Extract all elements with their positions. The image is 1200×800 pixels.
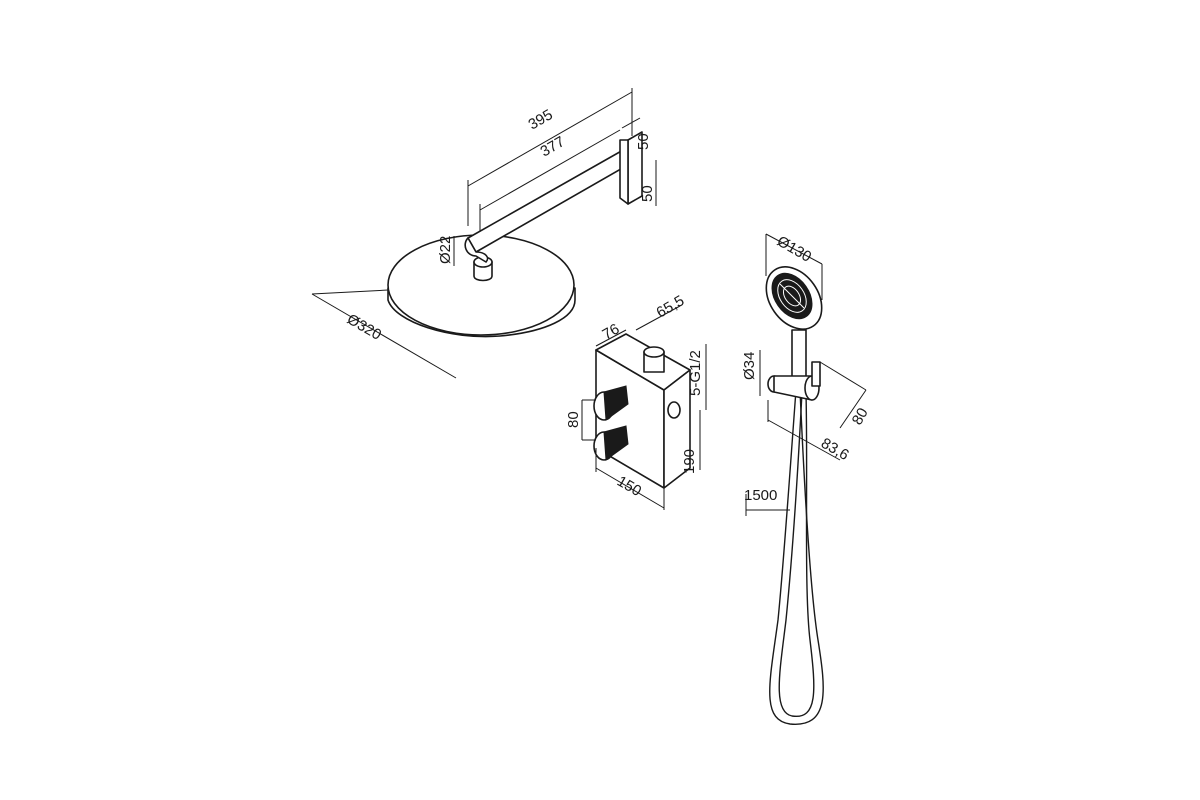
dim-arm-total: 395 xyxy=(526,106,556,133)
ext-line xyxy=(819,361,867,391)
dim-arm-length: 377 xyxy=(538,133,568,160)
arm-elbow xyxy=(464,237,489,263)
dim-head-diameter: Ø320 xyxy=(344,311,384,344)
head-shower: 395 377 50 50 Ø22 Ø320 xyxy=(311,88,657,379)
dim-line-76 xyxy=(595,329,627,347)
dim-flange-depth: 50 xyxy=(635,133,652,150)
dim-line-130 xyxy=(765,233,823,265)
shower-arm xyxy=(467,144,641,253)
mixer-box-side xyxy=(663,369,691,489)
dim-line-65 xyxy=(635,305,681,331)
dim-line-377 xyxy=(479,129,621,211)
dim-hand-head-diameter: Ø130 xyxy=(774,233,814,266)
spray-pattern xyxy=(777,279,807,313)
dim-holder-length: 83,6 xyxy=(818,435,852,464)
dim-line-395 xyxy=(467,91,633,187)
shower-hose xyxy=(769,389,824,725)
shower-hose-inner xyxy=(778,391,815,717)
dim-line-50a xyxy=(621,117,641,129)
dim-line-83-6 xyxy=(767,419,841,461)
dim-mixer-height: 190 xyxy=(681,449,698,474)
dim-line-150 xyxy=(595,467,665,509)
lower-knob xyxy=(593,425,629,461)
dim-mixer-width: 150 xyxy=(614,473,644,500)
wall-holder xyxy=(767,361,821,401)
dim-flange-height: 50 xyxy=(639,185,656,202)
upper-knob xyxy=(593,385,629,421)
dim-hose-length: 1500 xyxy=(744,487,777,504)
dim-mixer-65-5: 65,5 xyxy=(654,292,688,321)
dim-holder-diameter: Ø34 xyxy=(741,352,758,380)
side-outlet xyxy=(667,401,681,419)
dim-holder-depth: 80 xyxy=(849,405,872,428)
ext-line xyxy=(311,289,389,295)
dim-mixer-knob-spacing: 80 xyxy=(565,411,582,428)
dim-mixer-76: 76 xyxy=(600,320,623,343)
valve-top xyxy=(643,346,665,358)
dim-mixer-outlets: 5-G1/2 xyxy=(687,350,704,396)
dim-line-320 xyxy=(311,293,457,379)
dim-connector-diameter: Ø22 xyxy=(437,236,454,264)
hand-shower: Ø130 Ø34 80 83,6 1500 xyxy=(741,233,872,725)
wall-flange-side xyxy=(619,139,629,205)
mixer: 76 65,5 5-G1/2 80 190 150 xyxy=(565,292,707,510)
dim-line-80b xyxy=(839,389,867,429)
